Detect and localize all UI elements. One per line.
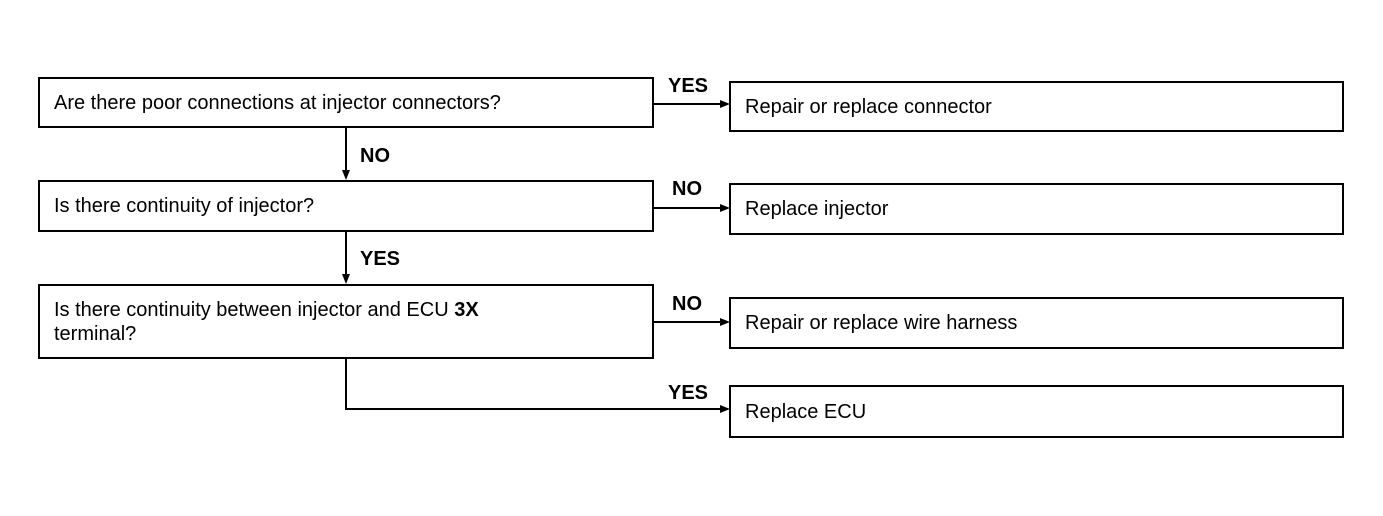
- action-box-repair-connector: Repair or replace connector: [729, 81, 1344, 132]
- branch-label-q3-yes: YES: [668, 382, 709, 404]
- question-text-ecu-continuity: Is there continuity between injector and…: [54, 298, 479, 346]
- action-text-repair-harness: Repair or replace wire harness: [745, 312, 1018, 334]
- arrow-head-q1-no: [342, 170, 350, 180]
- branch-label-q1-no: NO: [360, 145, 390, 167]
- question-box-poor-connections: Are there poor connections at injector c…: [38, 77, 654, 128]
- branch-label-q1-yes: YES: [668, 75, 709, 97]
- arrow-head-q2-no: [720, 204, 730, 212]
- action-text-replace-ecu: Replace ECU: [745, 400, 867, 423]
- question-text-ecu-continuity-part1: Is there continuity between injector and…: [54, 298, 455, 321]
- arrow-head-q3-yes: [720, 405, 730, 413]
- branch-label-q2-yes: YES: [360, 248, 401, 270]
- arrow-head-q3-no: [720, 318, 730, 326]
- ecu-terminal-code: 3X: [454, 298, 479, 321]
- arrow-head-q2-yes: [342, 274, 350, 284]
- action-text-repair-connector: Repair or replace connector: [745, 95, 992, 118]
- question-text-poor-connections: Are there poor connections at injector c…: [54, 91, 501, 114]
- arrow-head-q1-yes: [720, 100, 730, 108]
- action-box-replace-injector: Replace injector: [729, 183, 1344, 235]
- action-box-replace-ecu: Replace ECU: [729, 385, 1344, 438]
- branch-label-q3-no: NO: [672, 293, 702, 315]
- branch-label-q2-no: NO: [672, 178, 702, 200]
- action-text-replace-injector: Replace injector: [745, 198, 889, 220]
- question-box-injector-continuity: Is there continuity of injector?: [38, 180, 654, 232]
- action-box-repair-harness: Repair or replace wire harness: [729, 297, 1344, 349]
- question-text-ecu-continuity-part2: terminal?: [54, 322, 137, 345]
- question-text-injector-continuity: Is there continuity of injector?: [54, 195, 315, 217]
- question-box-ecu-continuity: Is there continuity between injector and…: [38, 284, 654, 359]
